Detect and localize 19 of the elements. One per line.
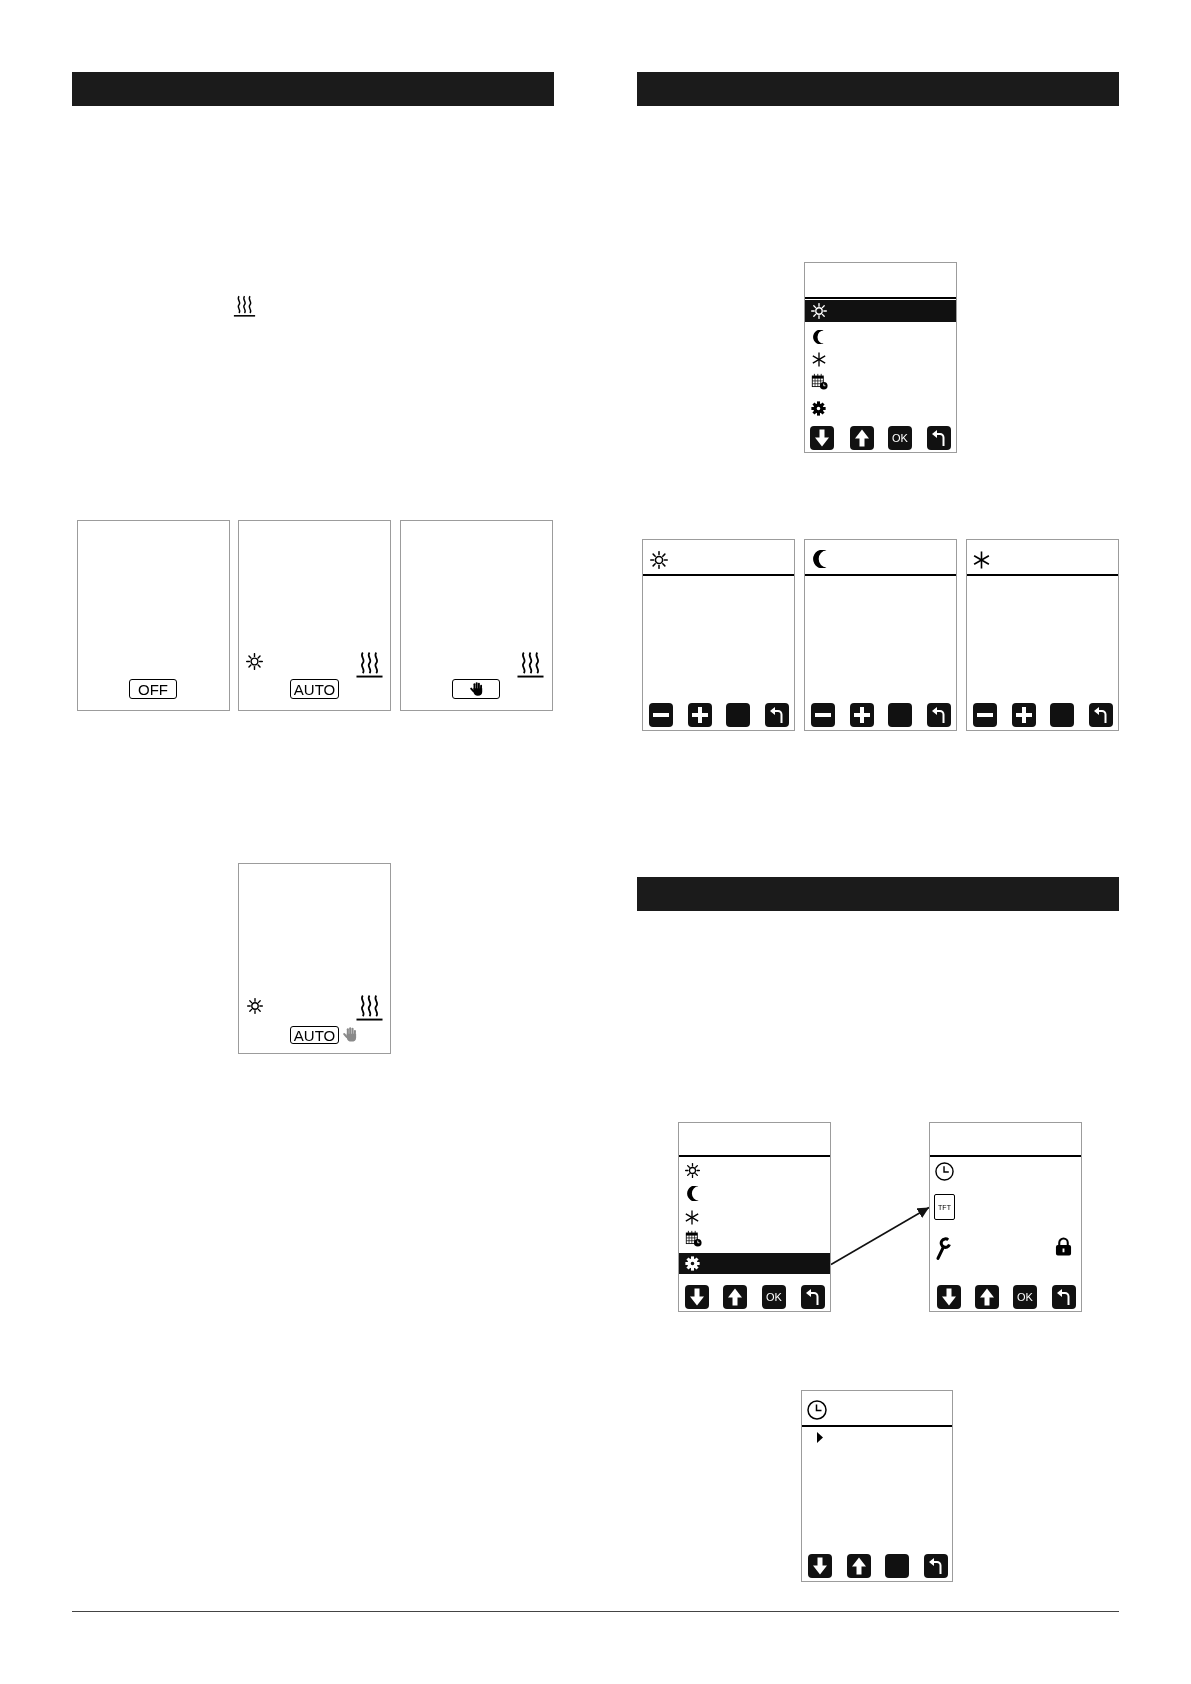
lcd-screen xyxy=(238,520,391,711)
ok-key: OK xyxy=(1013,1285,1037,1309)
lcd-screen xyxy=(804,262,957,453)
mode-badge: OFF xyxy=(129,679,177,699)
lcd-screen xyxy=(966,539,1119,731)
lcd-screen xyxy=(77,520,230,711)
mode-badge: AUTO xyxy=(290,679,339,699)
lcd-screen xyxy=(400,520,553,711)
lcd-screen xyxy=(804,539,957,731)
ok-key: OK xyxy=(762,1285,786,1309)
lcd-screen xyxy=(238,863,391,1054)
mode-badge xyxy=(452,679,500,699)
lcd-screen xyxy=(642,539,795,731)
lcd-screen xyxy=(801,1390,953,1582)
mode-badge: AUTO xyxy=(290,1026,339,1044)
ok-key: OK xyxy=(888,426,912,450)
lcd-screen xyxy=(678,1122,831,1312)
lcd-screen xyxy=(929,1122,1082,1312)
arrow xyxy=(830,1206,930,1266)
